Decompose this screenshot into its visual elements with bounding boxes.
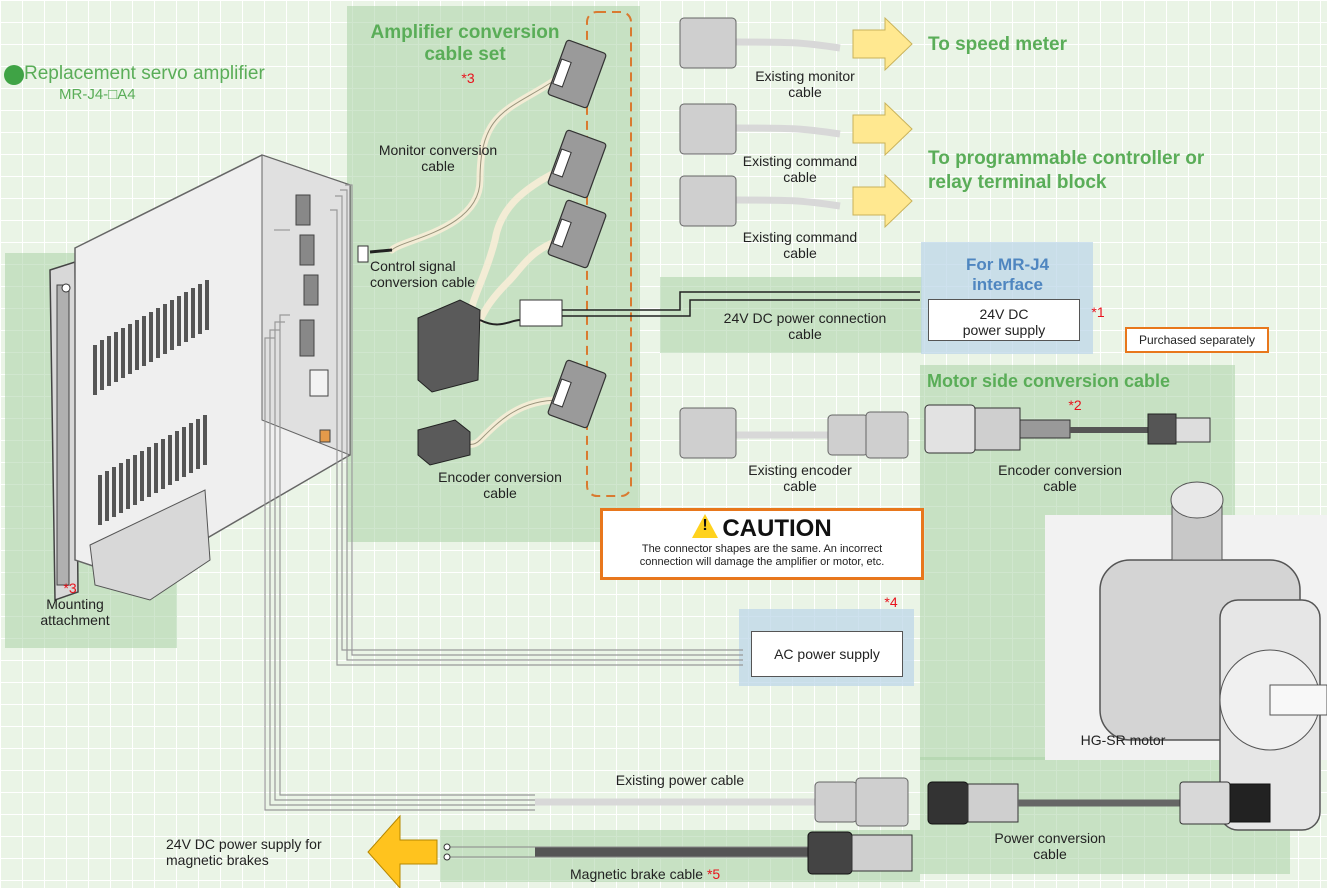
monitor-conversion-line2: cable <box>421 158 455 174</box>
connector-labels <box>552 58 572 408</box>
amp-encoder-line1: Encoder conversion <box>438 469 562 485</box>
amplifier-title: Replacement servo amplifier <box>24 63 265 84</box>
ac-power-box: AC power supply <box>751 631 903 677</box>
monitor-conversion-line1: Monitor conversion <box>378 142 498 158</box>
existing-connectors <box>679 17 909 827</box>
motor-encoder-line2: cable <box>1043 478 1077 494</box>
motor-encoder-line1: Encoder conversion <box>998 462 1122 478</box>
existing-cables <box>535 38 841 806</box>
amp-encoder-line2: cable <box>483 485 517 501</box>
warning-triangle-icon: ! <box>692 514 719 538</box>
amp-set-title: Amplifier conversion cable set <box>340 22 590 66</box>
mounting-label-line2: attachment <box>40 612 110 628</box>
plc-label-line1: To programmable controller or <box>928 148 1205 169</box>
motor-side-title: Motor side conversion cable <box>927 371 1171 391</box>
brake-cable-text: Magnetic brake cable <box>570 866 704 882</box>
dc-power-supply-box: 24V DC power supply <box>928 299 1080 341</box>
brake-cable-label: Magnetic brake cable *5 <box>570 866 720 882</box>
existing-command2-line2: cable <box>783 245 817 261</box>
existing-command2-label: Existing command cable <box>710 229 890 261</box>
dc-supply-note: *1 <box>1091 304 1105 320</box>
brake-supply-line2: magnetic brakes <box>166 852 269 868</box>
power-conversion-cable <box>927 781 1271 825</box>
magnetic-brake-cable-shape <box>443 831 913 875</box>
mrj4-interface-title: For MR-J4 interface <box>925 255 1090 295</box>
existing-encoder-line1: Existing encoder <box>748 462 852 478</box>
motor-encoder-label: Encoder conversion cable <box>970 462 1150 494</box>
mounting-attachment-shape <box>49 260 79 602</box>
control-signal-connector <box>357 245 369 263</box>
dc-power-supply-line1: 24V DC <box>979 306 1029 322</box>
existing-command1-label: Existing command cable <box>710 153 890 185</box>
amplifier-wires <box>264 184 743 811</box>
mrj4-title-line2: interface <box>972 275 1043 294</box>
power-conversion-line2: cable <box>1033 846 1067 862</box>
mounting-note: *3 <box>63 580 77 596</box>
speed-meter-label: To speed meter <box>928 34 1068 55</box>
power-connection-zone <box>660 277 922 353</box>
control-signal-label: Control signal conversion cable <box>370 258 500 290</box>
existing-encoder-line2: cable <box>783 478 817 494</box>
control-signal-lead <box>369 248 393 254</box>
power-conversion-line1: Power conversion <box>994 830 1106 846</box>
brake-supply-arrow <box>367 814 438 888</box>
power-connection-wires <box>562 291 920 317</box>
purchased-separately-badge: Purchased separately <box>1125 327 1269 353</box>
power-connection-lead <box>479 319 521 326</box>
amplifier-side-connectors <box>547 39 607 429</box>
power-conversion-label: Power conversion cable <box>960 830 1140 862</box>
amp-set-note: *3 <box>461 70 475 86</box>
brake-supply-line1: 24V DC power supply for <box>166 836 322 852</box>
amplifier-bullet-icon <box>4 65 24 85</box>
dc-power-supply-line2: power supply <box>962 322 1046 338</box>
dark-connectors <box>417 299 481 466</box>
caution-title: CAUTION <box>722 515 832 542</box>
amp-set-title-line1: Amplifier conversion <box>370 22 560 43</box>
mounting-label-line1: Mounting <box>46 596 104 612</box>
caution-line2: connection will damage the amplifier or … <box>639 556 885 568</box>
caution-line1: The connector shapes are the same. An in… <box>641 543 883 555</box>
power-connection-line2: cable <box>788 326 822 342</box>
plc-label-line2: relay terminal block <box>928 172 1107 193</box>
existing-command2-line1: Existing command <box>742 229 858 245</box>
caution-heading: !CAUTION <box>603 514 921 543</box>
hg-sr-motor-label: HG-SR motor <box>1080 732 1166 748</box>
motor-encoder-cable <box>924 404 1211 454</box>
power-connection-line1: 24V DC power connection <box>723 310 887 326</box>
mrj4-title-line1: For MR-J4 <box>965 255 1050 274</box>
existing-encoder-label: Existing encoder cable <box>710 462 890 494</box>
existing-monitor-line2: cable <box>788 84 822 100</box>
servo-amplifier-shape <box>74 154 351 601</box>
motor-side-note: *2 <box>1068 397 1082 413</box>
amplifier-model: MR-J4-□A4 <box>59 86 136 103</box>
mounting-label: Mounting attachment <box>20 596 130 628</box>
ac-power-note: *4 <box>884 594 898 610</box>
brake-cable-note: *5 <box>706 866 721 882</box>
control-signal-line2: conversion cable <box>370 274 476 290</box>
existing-monitor-label: Existing monitor cable <box>715 68 895 100</box>
amp-encoder-conversion-label: Encoder conversion cable <box>410 469 590 501</box>
hg-sr-motor-shape <box>1045 481 1327 831</box>
brake-supply-label: 24V DC power supply for magnetic brakes <box>166 836 366 868</box>
control-signal-line1: Control signal <box>370 258 456 274</box>
power-connection-connector <box>519 299 563 327</box>
amp-set-title-line2: cable set <box>424 44 506 65</box>
connector-group-outline <box>586 11 632 497</box>
existing-power-label: Existing power cable <box>615 772 745 788</box>
caution-box: !CAUTION The connector shapes are the sa… <box>600 508 924 580</box>
power-connection-label: 24V DC power connection cable <box>690 310 920 342</box>
monitor-conversion-label: Monitor conversion cable <box>348 142 528 174</box>
destination-arrows <box>852 16 913 229</box>
existing-command1-line1: Existing command <box>742 153 858 169</box>
existing-command1-line2: cable <box>783 169 817 185</box>
plc-label: To programmable controller or relay term… <box>928 147 1204 195</box>
existing-monitor-line1: Existing monitor <box>755 68 855 84</box>
